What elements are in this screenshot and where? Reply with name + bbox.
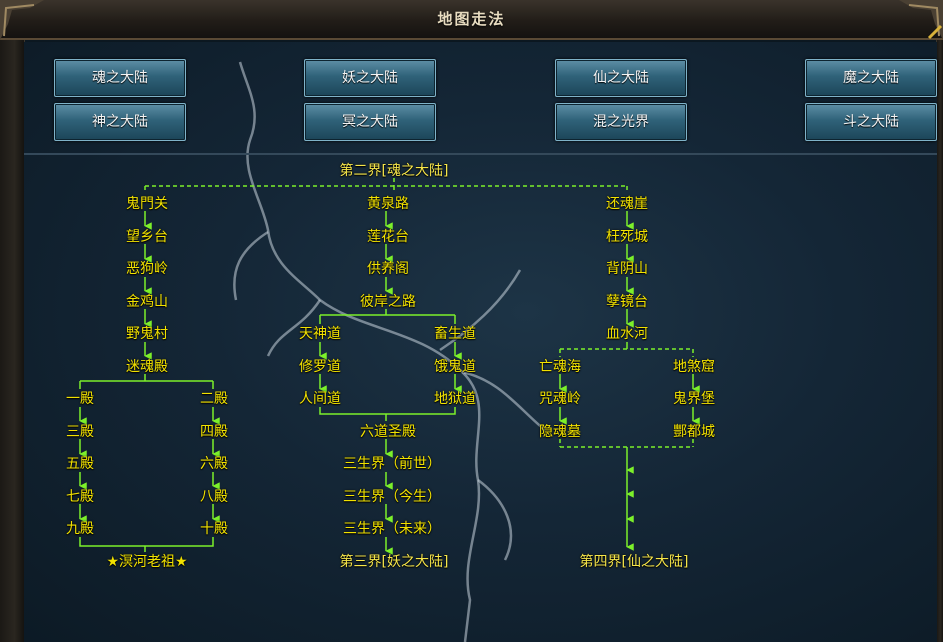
continent-button-shen[interactable]: 神之大陆 [54,103,186,141]
route-node: 畜生道 [434,326,476,342]
route-node: 八殿 [200,489,228,505]
route-node: 望乡台 [126,229,168,245]
continent-button-yao[interactable]: 妖之大陆 [304,59,436,97]
route-node: 迷魂殿 [126,359,168,375]
route-node: 莲花台 [367,229,409,245]
route-end-left: ★溟河老祖★ [106,554,188,570]
continent-button-xian[interactable]: 仙之大陆 [555,59,687,97]
route-node: 九殿 [66,521,94,537]
route-node: 枉死城 [606,229,648,245]
route-node: 三生界（前世） [343,456,441,472]
route-node: 血水河 [606,326,648,342]
route-node: 野鬼村 [126,326,168,342]
route-node: 孽镜台 [606,294,648,310]
title-bar: 地图走法 [0,0,943,40]
route-node: 六殿 [200,456,228,472]
route-node: 黄泉路 [367,196,409,212]
route-node: 恶狗岭 [126,261,168,277]
window-title: 地图走法 [437,10,506,28]
route-node: 人间道 [299,391,341,407]
route-end-right: 第四界[仙之大陆] [579,554,689,570]
continent-button-hun[interactable]: 魂之大陆 [54,59,186,97]
route-end-middle: 第三界[妖之大陆] [339,554,449,570]
map-background [24,42,937,642]
section-divider [24,153,937,155]
ornament-left-icon [0,0,44,40]
route-node: 金鸡山 [126,294,168,310]
continent-button-ming[interactable]: 冥之大陆 [304,103,436,141]
route-node: 天神道 [299,326,341,342]
route-node: 还魂崖 [606,196,648,212]
route-node: 隐魂墓 [539,424,581,440]
route-node: 三殿 [66,424,94,440]
route-node: 背阴山 [606,261,648,277]
route-node: 四殿 [200,424,228,440]
route-node: 鬼門关 [126,196,168,212]
route-node: 地煞窟 [673,359,715,375]
route-node: 十殿 [200,521,228,537]
route-node: 三生界（未来） [343,521,441,537]
route-node: 咒魂岭 [539,391,581,407]
route-node: 一殿 [66,391,94,407]
route-node: 亡魂海 [539,359,581,375]
river-crack [233,61,546,642]
route-node: 修罗道 [299,359,341,375]
route-node: 彼岸之路 [360,294,416,310]
continent-button-hunguang[interactable]: 混之光界 [555,103,687,141]
route-node: 供养阁 [367,261,409,277]
continent-button-dou[interactable]: 斗之大陆 [805,103,937,141]
route-node: 酆都城 [673,424,715,440]
connectors [79,178,700,555]
continent-button-mo[interactable]: 魔之大陆 [805,59,937,97]
route-node: 二殿 [200,391,228,407]
route-node: 鬼界堡 [673,391,715,407]
ornament-right-icon [899,0,943,40]
route-node: 七殿 [66,489,94,505]
route-node: 六道圣殿 [360,424,416,440]
route-node: 饿鬼道 [434,359,476,375]
route-node: 地狱道 [434,391,476,407]
route-node: 五殿 [66,456,94,472]
route-node: 三生界（今生） [343,489,441,505]
route-start: 第二界[魂之大陆] [339,163,449,179]
